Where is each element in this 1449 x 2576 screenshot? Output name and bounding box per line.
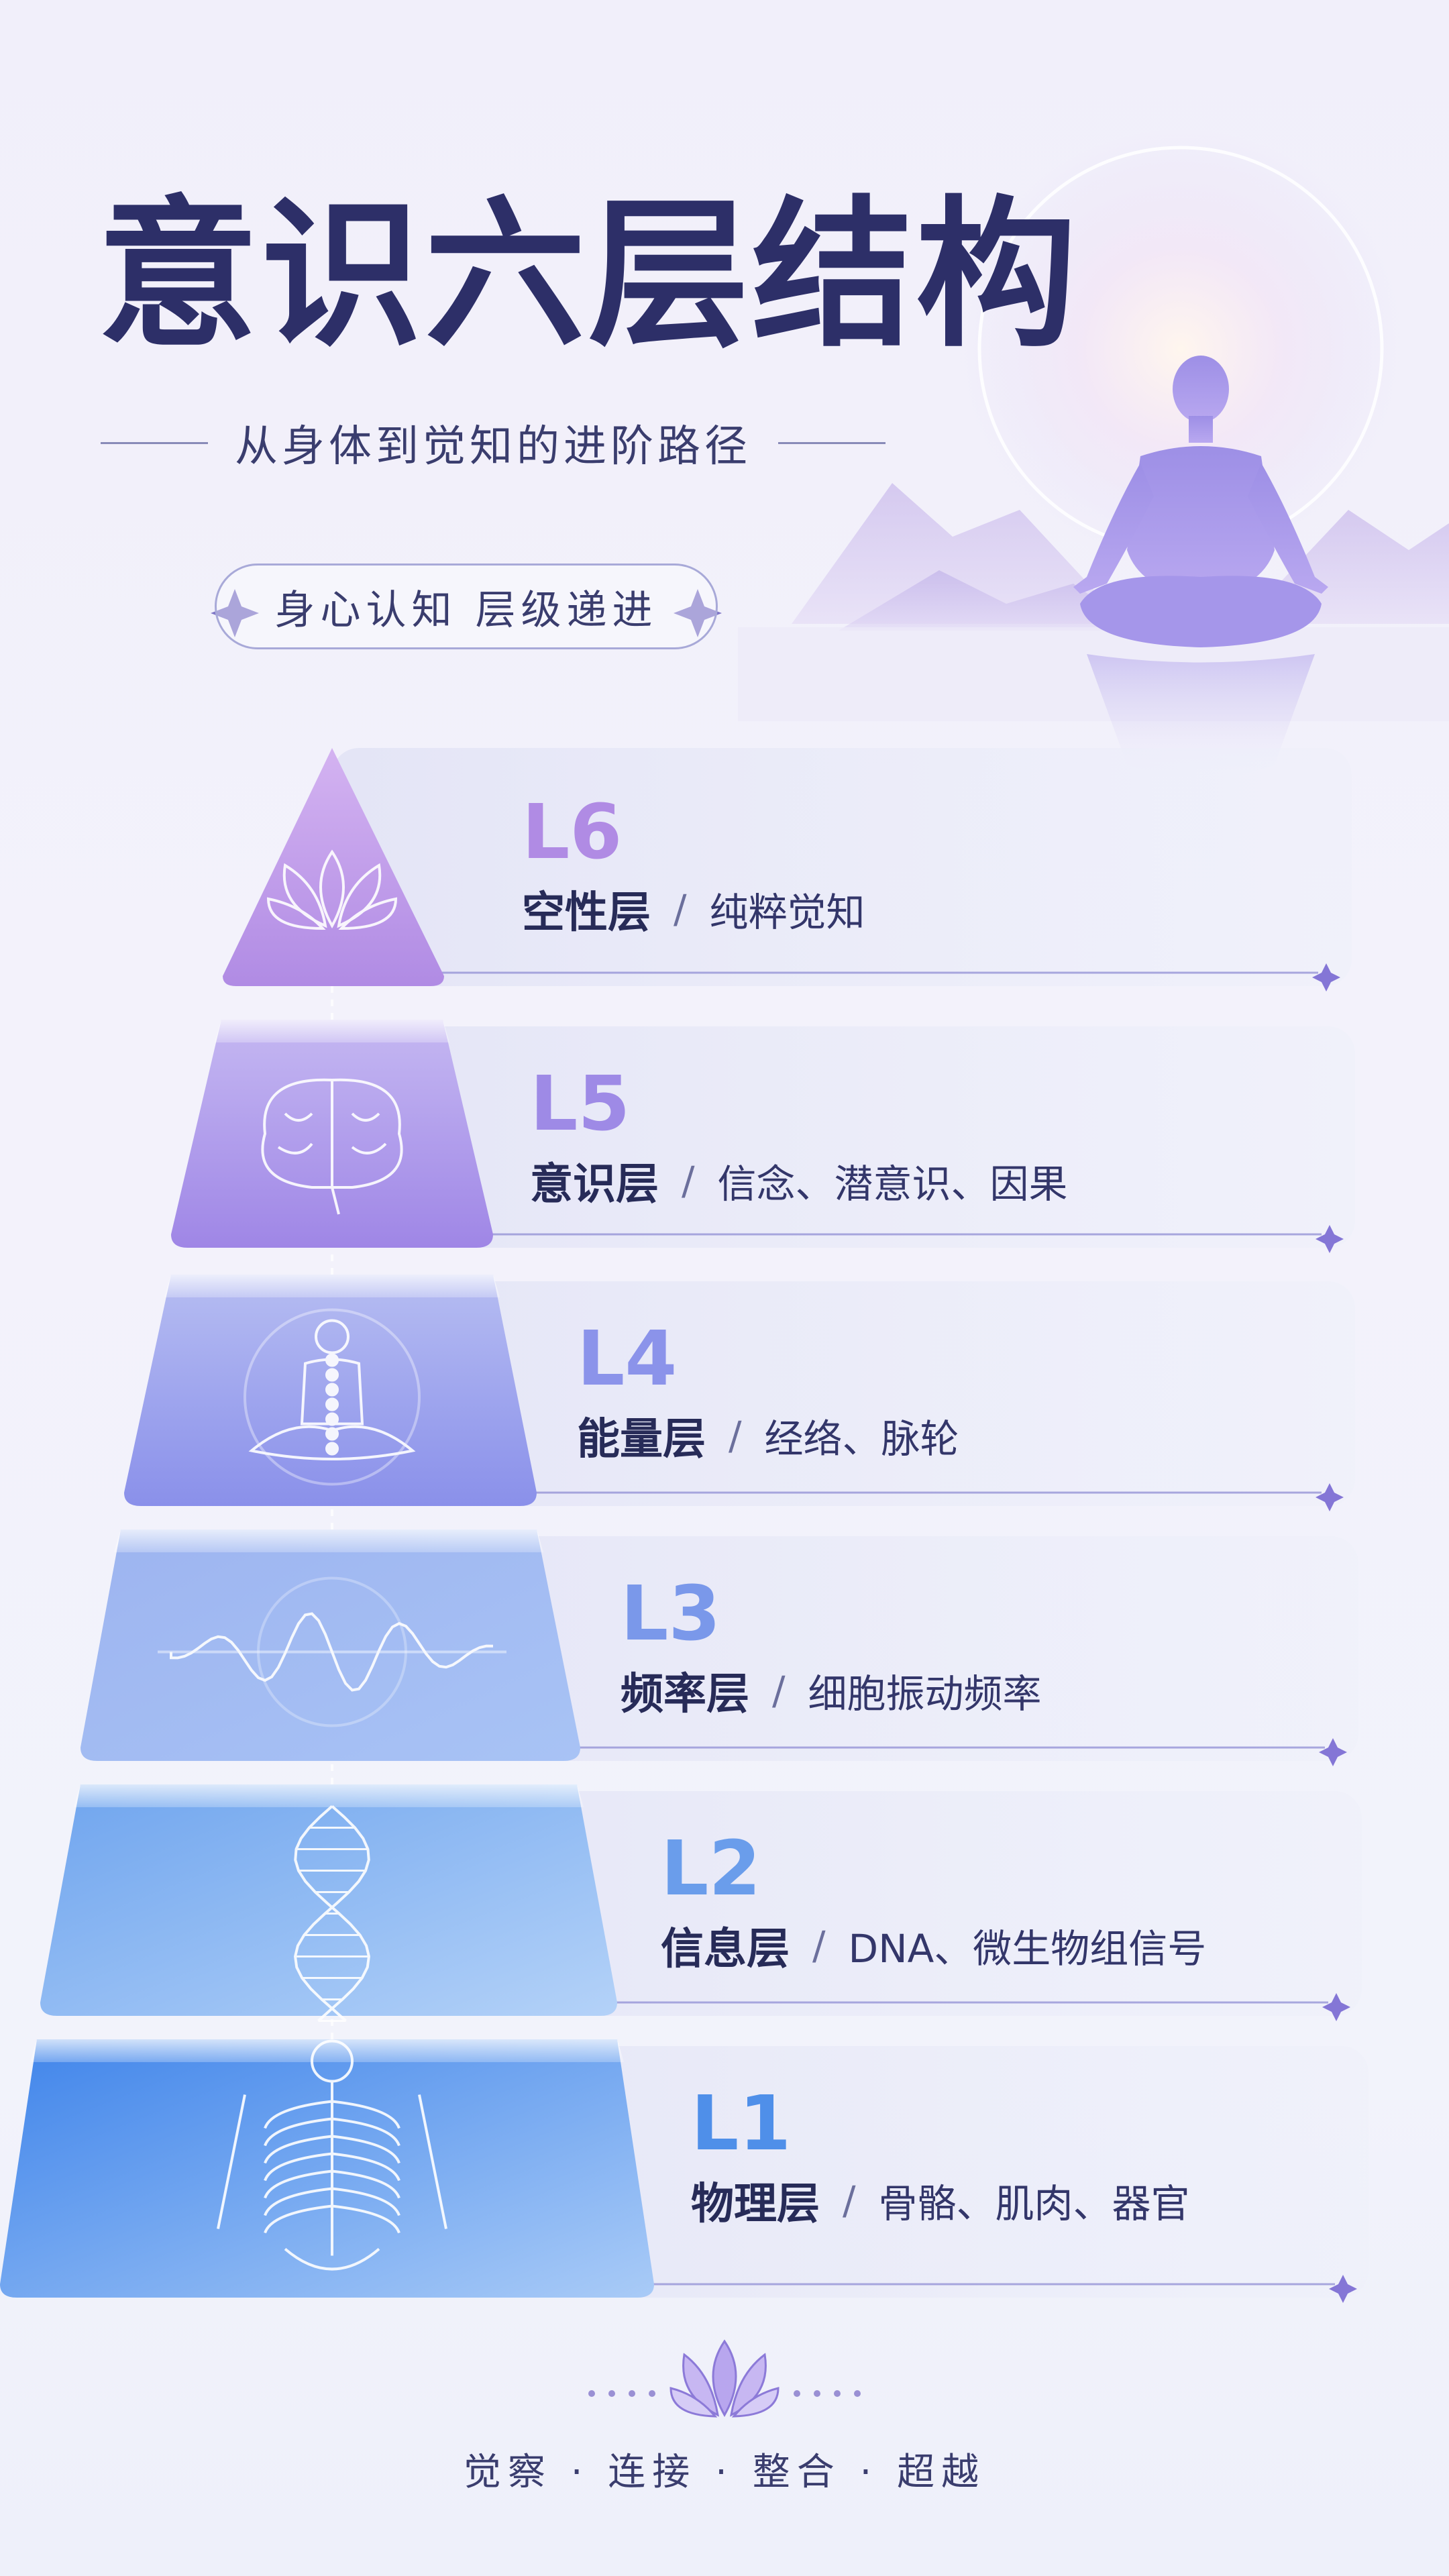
dna-icon	[294, 1805, 370, 2022]
tier-l1	[0, 2039, 1368, 2303]
sparkle-icon	[1329, 2275, 1357, 2303]
layer-description: 经络、脉轮	[764, 1416, 959, 1462]
layer-label-row: 信息层 / DNA、微生物组信号	[661, 1919, 1207, 1974]
wave-icon	[158, 1576, 506, 1727]
tier-block	[0, 2039, 654, 2298]
tier-block	[223, 748, 444, 986]
layer-name: 信息层	[661, 1925, 790, 1974]
tier-l2	[40, 1784, 1362, 2022]
layer-separator: /	[812, 1923, 826, 1968]
subtitle-left-line	[101, 441, 208, 444]
tagline: 身心认知 层级递进	[274, 586, 658, 634]
layer-code: L4	[577, 1316, 678, 1403]
tier-block	[40, 1784, 617, 2016]
layer-label-row: 意识层 / 信念、潜意识、因果	[530, 1154, 1068, 1210]
skeleton-icon	[217, 2039, 447, 2271]
layer-card	[332, 748, 1352, 986]
layer-description: 信念、潜意识、因果	[717, 1161, 1068, 1207]
layer-name: 物理层	[691, 2180, 820, 2229]
tier-top-face	[164, 1275, 500, 1297]
layer-description: 细胞振动频率	[808, 1671, 1042, 1717]
layer-code: L3	[621, 1570, 721, 1658]
sunrise-scene	[738, 127, 1449, 721]
sparkle-icon	[1322, 1993, 1350, 2021]
layer-card	[332, 1281, 1355, 1506]
layer-code: L5	[530, 1061, 631, 1148]
layer-description: 骨骼、肌肉、器官	[878, 2181, 1190, 2226]
layer-name: 空性层	[522, 888, 651, 938]
layer-label-row: 空性层 / 纯粹觉知	[522, 882, 865, 938]
meditating-figure-icon	[1073, 356, 1328, 778]
tier-l4	[124, 1275, 1355, 1511]
layer-label-row: 物理层 / 骨骼、肌肉、器官	[691, 2174, 1190, 2229]
tier-l3	[80, 1529, 1358, 1766]
brain-icon	[261, 1078, 403, 1215]
layer-separator: /	[674, 886, 687, 932]
footer-motto: 觉察 · 连接 · 整合 · 超越	[463, 2451, 986, 2494]
layer-card	[332, 1026, 1355, 1248]
sparkle-icon	[1312, 963, 1340, 991]
subtitle-right-line	[778, 441, 885, 444]
layer-name: 能量层	[577, 1415, 706, 1464]
footer-dots	[588, 2390, 861, 2397]
layer-description: DNA、微生物组信号	[848, 1926, 1207, 1972]
sparkle-icon	[1319, 1738, 1347, 1766]
layer-name: 频率层	[621, 1670, 749, 1719]
pyramid	[0, 748, 1368, 2303]
subtitle: 从身体到觉知的进阶路径	[235, 422, 751, 472]
layer-separator: /	[772, 1668, 786, 1713]
layer-description: 纯粹觉知	[709, 890, 865, 935]
layer-code: L1	[691, 2080, 792, 2167]
layer-name: 意识层	[530, 1160, 659, 1210]
layer-separator: /	[843, 2178, 856, 2223]
tier-top-face	[74, 1784, 584, 1807]
lotus-icon	[266, 849, 398, 930]
layer-code: L2	[661, 1825, 761, 1913]
tier-top-face	[215, 1020, 449, 1042]
page-title: 意识六层结构	[97, 181, 1080, 369]
tier-l6	[223, 748, 1352, 991]
tier-top-face	[30, 2039, 624, 2062]
layer-card	[329, 1536, 1358, 1761]
layer-label-row: 能量层 / 经络、脉轮	[577, 1409, 959, 1464]
meditating-body-icon	[244, 1308, 421, 1486]
tier-l5	[171, 1020, 1355, 1253]
layer-separator: /	[682, 1158, 695, 1203]
layer-label-row: 频率层 / 细胞振动频率	[621, 1664, 1042, 1719]
tier-top-face	[114, 1529, 543, 1552]
tagline-pill: 身心认知 层级递进	[215, 564, 718, 649]
sparkle-icon	[1316, 1225, 1344, 1253]
layer-code: L6	[522, 789, 623, 876]
subtitle-row: 从身体到觉知的进阶路径	[101, 416, 885, 472]
layer-separator: /	[729, 1413, 742, 1458]
footer-lotus-icon	[669, 2339, 780, 2418]
sparkle-icon	[1316, 1483, 1344, 1511]
